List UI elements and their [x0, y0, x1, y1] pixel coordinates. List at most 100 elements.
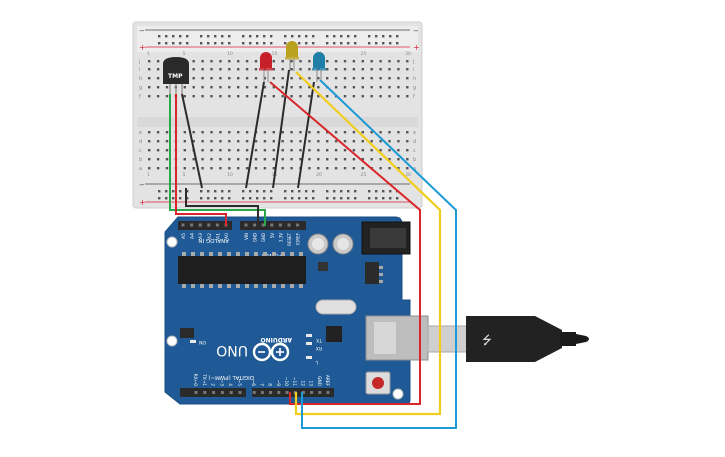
wires[interactable]: [169, 69, 457, 429]
breadboard-hole[interactable]: [183, 95, 186, 98]
breadboard-hole[interactable]: [165, 149, 169, 152]
breadboard-hole[interactable]: [237, 95, 240, 98]
analog-pin-A3[interactable]: [198, 223, 202, 227]
rail-hole[interactable]: [326, 190, 329, 193]
wire-red-led-pin[interactable]: [269, 81, 421, 405]
breadboard-hole[interactable]: [406, 140, 409, 143]
rail-hole[interactable]: [333, 190, 336, 193]
breadboard-hole[interactable]: [237, 60, 240, 63]
breadboard-hole[interactable]: [334, 140, 338, 143]
rail-hole[interactable]: [263, 42, 266, 45]
breadboard-hole[interactable]: [272, 140, 275, 143]
rail-hole[interactable]: [284, 197, 287, 200]
breadboard-hole[interactable]: [254, 167, 258, 170]
breadboard-hole[interactable]: [219, 149, 222, 152]
breadboard-hole[interactable]: [299, 86, 302, 89]
rail-holes-bottom[interactable]: [158, 190, 399, 200]
rail-hole[interactable]: [172, 42, 175, 45]
breadboard-hole[interactable]: [370, 131, 373, 134]
breadboard-hole[interactable]: [228, 86, 231, 89]
breadboard-hole[interactable]: [397, 131, 400, 134]
breadboard-hole[interactable]: [272, 86, 275, 89]
power-pin-vin[interactable]: [244, 223, 248, 227]
breadboard-hole[interactable]: [192, 131, 195, 134]
digital-header-upper[interactable]: [252, 388, 334, 397]
analog-header[interactable]: [178, 221, 232, 230]
breadboard-hole[interactable]: [370, 158, 373, 161]
breadboard-hole[interactable]: [334, 158, 338, 161]
rail-hole[interactable]: [333, 197, 336, 200]
power-pin-gnd[interactable]: [261, 223, 265, 227]
rail-hole[interactable]: [305, 35, 308, 38]
rail-hole[interactable]: [375, 42, 378, 45]
breadboard-hole[interactable]: [272, 149, 275, 152]
breadboard-hole[interactable]: [326, 95, 329, 98]
breadboard-hole[interactable]: [165, 86, 169, 89]
rail-hole[interactable]: [256, 197, 259, 200]
breadboard-hole[interactable]: [254, 158, 258, 161]
rail-hole[interactable]: [186, 190, 189, 193]
breadboard-hole[interactable]: [272, 77, 275, 80]
breadboard-hole[interactable]: [406, 86, 409, 89]
breadboard-hole[interactable]: [379, 158, 382, 161]
led-yellow[interactable]: [285, 41, 299, 71]
breadboard-hole[interactable]: [183, 167, 186, 170]
rail-hole[interactable]: [368, 197, 371, 200]
breadboard-hole[interactable]: [228, 131, 231, 134]
rail-hole[interactable]: [354, 35, 357, 38]
breadboard-hole[interactable]: [361, 68, 364, 71]
breadboard-hole[interactable]: [210, 149, 213, 152]
rail-hole[interactable]: [270, 190, 273, 193]
rail-hole[interactable]: [179, 35, 182, 38]
digital-pin[interactable]: [203, 391, 207, 394]
analog-pin-A5[interactable]: [181, 223, 185, 227]
digital-pin[interactable]: [269, 391, 273, 394]
breadboard-hole[interactable]: [210, 131, 213, 134]
breadboard-hole[interactable]: [263, 149, 267, 152]
breadboard-hole[interactable]: [263, 131, 267, 134]
breadboard-hole[interactable]: [201, 131, 204, 134]
breadboard-hole[interactable]: [352, 77, 356, 80]
breadboard-hole[interactable]: [397, 68, 400, 71]
rail-hole[interactable]: [179, 42, 182, 45]
reset-button[interactable]: [372, 377, 384, 389]
rail-hole[interactable]: [172, 35, 175, 38]
breadboard-hole[interactable]: [290, 131, 293, 134]
wire-black-sensor-arduino-gnd[interactable]: [185, 188, 259, 226]
rail-hole[interactable]: [389, 35, 392, 38]
breadboard-hole[interactable]: [406, 158, 409, 161]
breadboard-hole[interactable]: [317, 95, 320, 98]
breadboard-hole[interactable]: [352, 140, 356, 143]
breadboard-hole[interactable]: [406, 131, 409, 134]
breadboard-hole[interactable]: [343, 149, 347, 152]
breadboard-hole[interactable]: [254, 149, 258, 152]
breadboard-hole[interactable]: [317, 131, 320, 134]
rail-hole[interactable]: [214, 197, 217, 200]
breadboard-hole[interactable]: [245, 131, 249, 134]
rail-hole[interactable]: [165, 190, 168, 193]
rail-hole[interactable]: [228, 190, 231, 193]
breadboard-hole[interactable]: [317, 149, 320, 152]
breadboard-hole[interactable]: [290, 77, 293, 80]
breadboard-hole[interactable]: [308, 158, 311, 161]
breadboard-hole[interactable]: [343, 140, 347, 143]
rail-hole[interactable]: [375, 197, 378, 200]
breadboard-hole[interactable]: [379, 77, 382, 80]
breadboard-hole[interactable]: [361, 95, 364, 98]
rail-hole[interactable]: [396, 42, 399, 45]
rail-hole[interactable]: [165, 35, 168, 38]
digital-pin[interactable]: [260, 391, 264, 394]
breadboard-hole[interactable]: [148, 86, 151, 89]
rail-hole[interactable]: [354, 42, 357, 45]
rail-hole[interactable]: [228, 35, 231, 38]
rail-hole[interactable]: [249, 42, 252, 45]
breadboard-hole[interactable]: [334, 149, 338, 152]
breadboard-hole[interactable]: [201, 68, 204, 71]
breadboard-hole[interactable]: [379, 60, 382, 63]
breadboard-hole[interactable]: [192, 167, 195, 170]
breadboard-hole[interactable]: [156, 86, 160, 89]
breadboard-hole[interactable]: [156, 167, 160, 170]
rail-hole[interactable]: [382, 197, 385, 200]
breadboard-hole[interactable]: [210, 77, 213, 80]
breadboard-hole[interactable]: [263, 140, 267, 143]
